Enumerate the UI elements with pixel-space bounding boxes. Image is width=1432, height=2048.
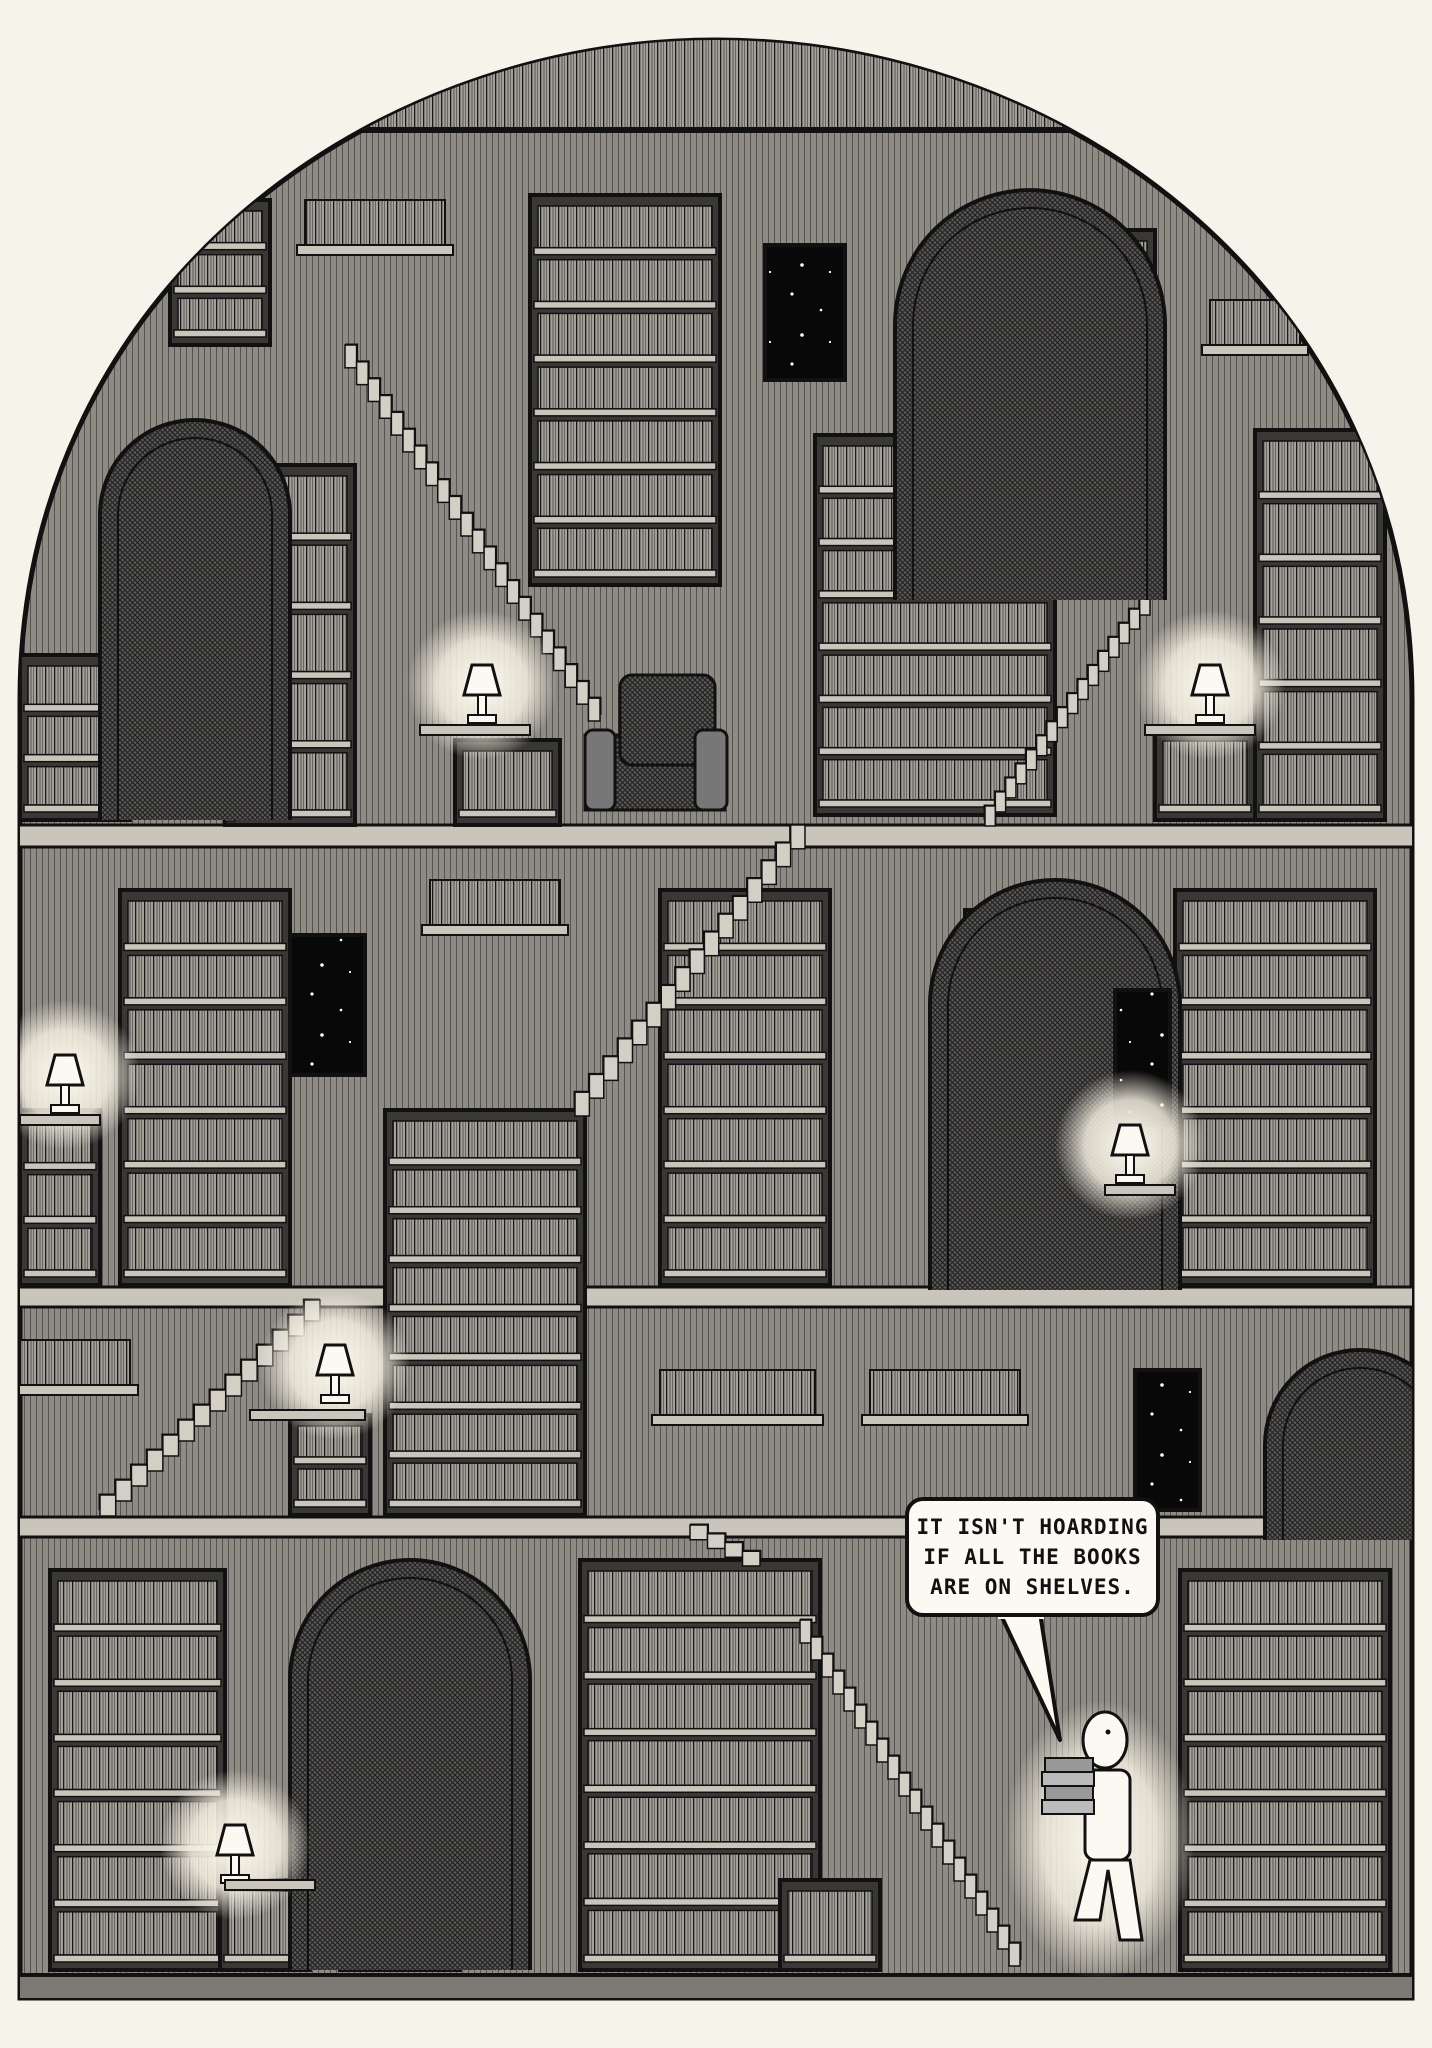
starry-window-icon — [288, 933, 367, 1077]
table-lamp-icon — [20, 1000, 140, 1150]
top-bookshelf — [20, 40, 1412, 130]
starry-window-icon — [1133, 1368, 1202, 1512]
wall-shelf — [20, 1339, 139, 1396]
bookcase — [528, 193, 722, 587]
archway — [288, 1558, 532, 1970]
armchair-icon — [583, 673, 729, 812]
table-lamp-icon — [1135, 610, 1285, 760]
side-table — [20, 1114, 101, 1126]
side-table — [419, 724, 531, 736]
speech-line-1: IT ISN'T HOARDING — [916, 1515, 1149, 1539]
bookcase — [118, 888, 292, 1287]
staircase — [344, 343, 602, 722]
staircase — [983, 593, 1151, 827]
side-table — [1104, 1184, 1176, 1196]
ground-floor — [20, 1973, 1412, 1998]
starry-window-icon — [763, 243, 847, 382]
staircase — [573, 823, 806, 1117]
side-table — [224, 1879, 316, 1891]
archway — [1263, 1348, 1412, 1540]
side-table — [249, 1409, 366, 1421]
wall-shelf — [651, 1369, 824, 1426]
bookcase — [1178, 1568, 1392, 1972]
bookcase — [168, 198, 272, 347]
staircase — [689, 1523, 762, 1567]
speech-line-3: ARE ON SHELVES. — [930, 1575, 1135, 1599]
staircase — [799, 1618, 1022, 1967]
person-carrying-books-icon — [1005, 1700, 1195, 1980]
speech-bubble: IT ISN'T HOARDING IF ALL THE BOOKS ARE O… — [905, 1497, 1160, 1617]
speech-line-2: IF ALL THE BOOKS — [923, 1545, 1142, 1569]
bookcase — [1173, 888, 1377, 1287]
floor-2 — [20, 1285, 1412, 1309]
wall-shelf — [1201, 299, 1309, 356]
archway — [98, 418, 292, 820]
table-lamp-icon — [407, 610, 557, 760]
wall-shelf — [421, 879, 569, 936]
bookcase — [658, 888, 832, 1287]
wall-shelf — [296, 199, 454, 256]
bookcase — [778, 1878, 882, 1972]
archway — [893, 188, 1167, 600]
table-lamp-icon — [1055, 1070, 1205, 1220]
side-table — [1144, 724, 1256, 736]
wall-shelf — [861, 1369, 1029, 1426]
bookcase — [1253, 428, 1387, 822]
table-lamp-icon — [260, 1290, 410, 1440]
floor-1 — [20, 823, 1412, 849]
bookcase — [578, 1558, 822, 1972]
table-lamp-icon — [160, 1770, 310, 1920]
bookcase — [383, 1108, 587, 1517]
